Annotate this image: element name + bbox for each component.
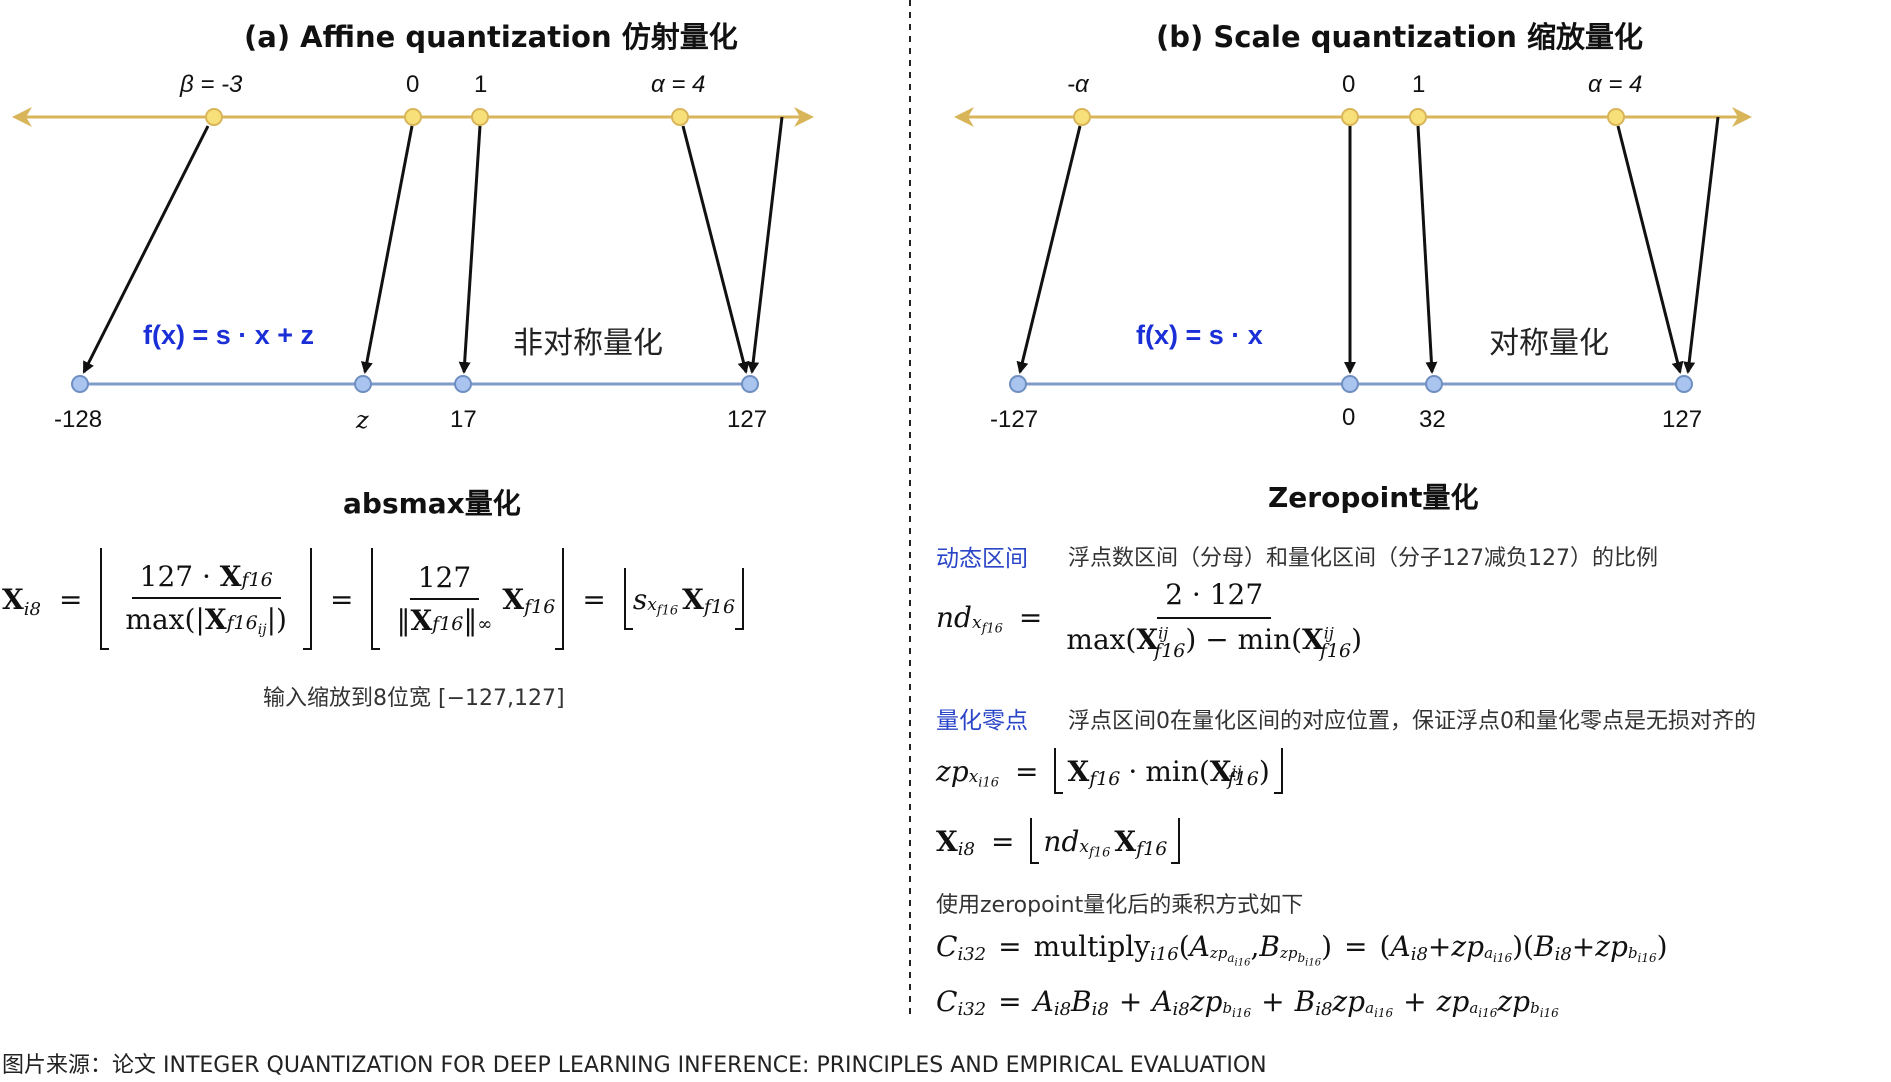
- right-bottom-point-127: [1675, 375, 1693, 393]
- right-top-point-1: [1409, 108, 1427, 126]
- left-top-point-alpha: [671, 108, 689, 126]
- right-top-label-alpha: α = 4: [1588, 71, 1643, 98]
- right-arrow-edge: [1683, 116, 1720, 374]
- left-arrow-edge: [747, 116, 784, 374]
- usage-text: 使用zeropoint量化后的乘积方式如下: [936, 893, 1304, 918]
- right-bottom-label-32: 32: [1419, 406, 1446, 433]
- left-bottom-label-neg128: -128: [54, 406, 103, 433]
- left-title: (a) Affine quantization 仿射量化: [244, 20, 738, 54]
- left-top-label-alpha: α = 4: [651, 71, 706, 98]
- left-bottom-point-neg128: [71, 375, 89, 393]
- right-bottom-label-neg127: -127: [990, 406, 1039, 433]
- desc-dynamic-range: 浮点数区间（分母）和量化区间（分子127减负127）的比例: [1068, 546, 1658, 571]
- right-top-label-0: 0: [1342, 71, 1356, 98]
- right-top-point-neg-alpha: [1073, 108, 1091, 126]
- right-arrow-one: [1416, 125, 1438, 374]
- term-zero-point: 量化零点: [936, 708, 1028, 734]
- right-cn-label: 对称量化: [1489, 326, 1609, 361]
- left-bottom-label-127: 127: [727, 406, 768, 433]
- right-bottom-label-127: 127: [1662, 406, 1703, 433]
- left-bottom-label-z: z: [356, 406, 369, 434]
- left-bottom-point-127: [741, 375, 759, 393]
- left-top-label-beta: β = -3: [180, 71, 243, 98]
- right-bottom-point-32: [1425, 375, 1443, 393]
- left-top-label-1: 1: [474, 71, 488, 98]
- left-arrow-beta: [82, 125, 210, 374]
- right-top-point-0: [1341, 108, 1359, 126]
- right-bottom-label-0: 0: [1342, 404, 1356, 431]
- desc-zero-point: 浮点区间0在量化区间的对应位置，保证浮点0和量化零点是无损对齐的: [1068, 709, 1756, 734]
- left-arrow-one: [458, 125, 482, 374]
- left-top-point-0: [404, 108, 422, 126]
- right-arrow-alpha: [1616, 125, 1684, 374]
- left-function: f(x) = s · x + z: [143, 320, 315, 350]
- left-arrow-zero: [360, 125, 414, 374]
- left-arrow-alpha: [681, 125, 750, 374]
- right-top-point-alpha: [1607, 108, 1625, 126]
- image-source: 图片来源：论文 INTEGER QUANTIZATION FOR DEEP LE…: [2, 1053, 1267, 1078]
- right-bottom-point-0: [1341, 375, 1359, 393]
- absmax-title: absmax量化: [343, 487, 521, 520]
- left-bottom-point-z: [354, 375, 372, 393]
- right-title: (b) Scale quantization 缩放量化: [1156, 20, 1644, 54]
- right-function: f(x) = s · x: [1136, 320, 1263, 350]
- zeropoint-title: Zeropoint量化: [1268, 481, 1479, 514]
- left-bottom-point-17: [454, 375, 472, 393]
- left-top-point-1: [471, 108, 489, 126]
- left-bottom-label-17: 17: [450, 406, 477, 433]
- absmax-caption: 输入缩放到8位宽 [−127,127]: [263, 686, 565, 711]
- right-bottom-point-neg127: [1009, 375, 1027, 393]
- right-top-label-neg-alpha: -α: [1067, 71, 1089, 98]
- right-top-label-1: 1: [1412, 71, 1426, 98]
- left-top-point-beta: [205, 108, 223, 126]
- term-dynamic-range: 动态区间: [936, 546, 1028, 572]
- left-top-label-0: 0: [406, 71, 420, 98]
- right-arrow-neg-alpha: [1016, 125, 1082, 374]
- left-cn-label: 非对称量化: [513, 326, 663, 361]
